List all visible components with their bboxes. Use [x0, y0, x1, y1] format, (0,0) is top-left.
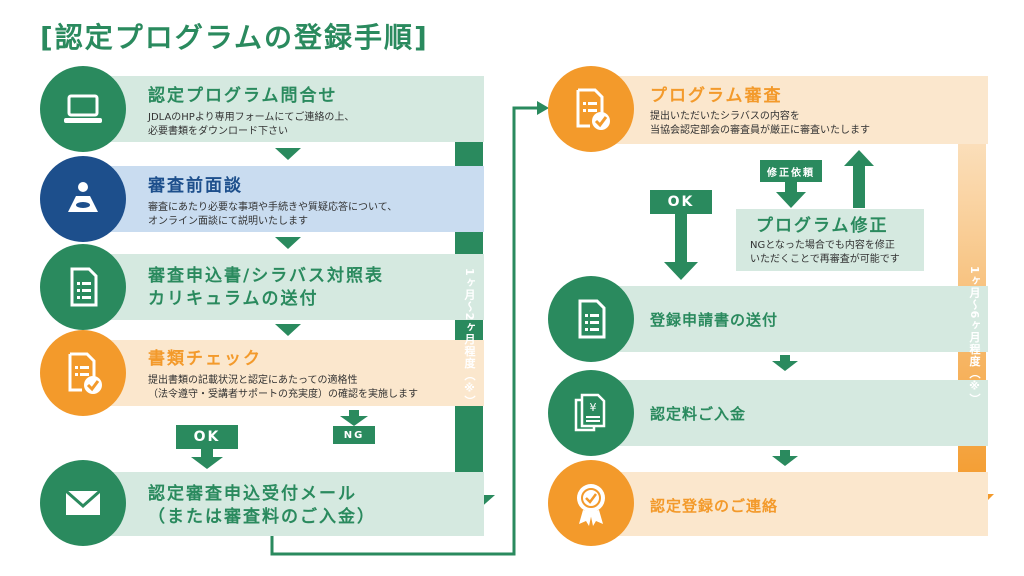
- step-title-notice: 認定登録のご連絡: [650, 497, 779, 515]
- document-check-icon: [40, 330, 126, 416]
- step-title-fee: 認定料ご入金: [650, 405, 747, 423]
- step-title-application-1: 審査申込書/シラバス対照表: [148, 266, 385, 286]
- step-desc-inquiry-2: 必要書類をダウンロード下さい: [148, 126, 288, 137]
- document-check-icon: [548, 66, 634, 152]
- meeting-icon: [40, 156, 126, 242]
- down-chevron: [275, 237, 301, 249]
- step-title-document-check: 書類チェック: [148, 349, 262, 369]
- step-band-application: [62, 254, 484, 320]
- revision-box: [736, 209, 924, 271]
- step-title-registration: 登録申請書の送付: [650, 311, 779, 329]
- laptop-icon: [40, 66, 126, 152]
- revision-title: プログラム修正: [756, 216, 889, 236]
- step-desc-document-check-1: 提出書類の記載状況と認定にあたっての適格性: [148, 375, 358, 386]
- step-band-inquiry: [62, 76, 484, 142]
- step-band-review: [570, 76, 988, 144]
- ok-arrow-right: [664, 214, 698, 280]
- certificate-badge-icon: [548, 460, 634, 546]
- duration-label-left: 1ヶ月〜2ヶ月程度（※）: [463, 268, 476, 408]
- step-band-interview: [62, 166, 484, 232]
- down-chevron: [275, 324, 301, 336]
- step-band-registration: [570, 286, 988, 352]
- step-band-confirmation: [62, 472, 484, 536]
- ng-arrow: [340, 410, 368, 426]
- step-desc-inquiry-1: JDLAのHPより専用フォームにてご連絡の上、: [148, 112, 355, 123]
- step-title-confirmation-1: 認定審査申込受付メール: [148, 484, 357, 504]
- step-desc-interview-2: オンライン面談にて説明いたします: [148, 216, 308, 227]
- duration-label-right: 1ヶ月〜6ヶ月程度（※）: [968, 266, 981, 406]
- step-band-notice: [570, 472, 988, 536]
- down-arrow: [772, 355, 798, 371]
- ok-label-right: OK: [650, 190, 712, 214]
- step-title-review: プログラム審査: [650, 86, 783, 106]
- revision-down-arrow: [776, 182, 806, 208]
- ok-arrow: [191, 449, 223, 469]
- step-title-application-2: カリキュラムの送付: [148, 289, 319, 309]
- invoice-yen-icon: ¥: [548, 370, 634, 456]
- down-chevron: [275, 148, 301, 160]
- step-title-inquiry: 認定プログラム問合せ: [148, 86, 338, 106]
- revision-up-arrow: [844, 150, 874, 208]
- step-desc-review-2: 当協会認定部会の審査員が厳正に審査いたします: [650, 125, 870, 136]
- step-desc-interview-1: 審査にあたり必要な事項や手続きや質疑応答について、: [148, 202, 398, 213]
- document-icon: [40, 244, 126, 330]
- step-band-fee: [570, 380, 988, 446]
- down-arrow: [772, 450, 798, 466]
- revision-desc-1: NGとなった場合でも内容を修正: [750, 240, 895, 251]
- svg-text:¥: ¥: [590, 401, 597, 414]
- ng-label: NG: [333, 426, 375, 444]
- step-desc-review-1: 提出いただいたシラバスの内容を: [650, 111, 800, 122]
- step-title-confirmation-2: （または審査料のご入金）: [148, 507, 376, 527]
- revision-desc-2: いただくことで再審査が可能です: [750, 254, 900, 265]
- connector-arrowhead: [537, 101, 549, 115]
- page-title: [認定プログラムの登録手順]: [40, 21, 429, 54]
- envelope-icon: [40, 460, 126, 546]
- step-desc-document-check-2: （法令遵守・受講者サポートの充実度）の確認を実施します: [148, 389, 418, 400]
- connector-line: [270, 106, 538, 556]
- ok-label: OK: [176, 425, 238, 449]
- document-icon: [548, 276, 634, 362]
- step-title-interview: 審査前面談: [148, 176, 243, 196]
- revision-request-label: 修正依頼: [760, 160, 822, 182]
- step-band-document-check: [62, 340, 484, 406]
